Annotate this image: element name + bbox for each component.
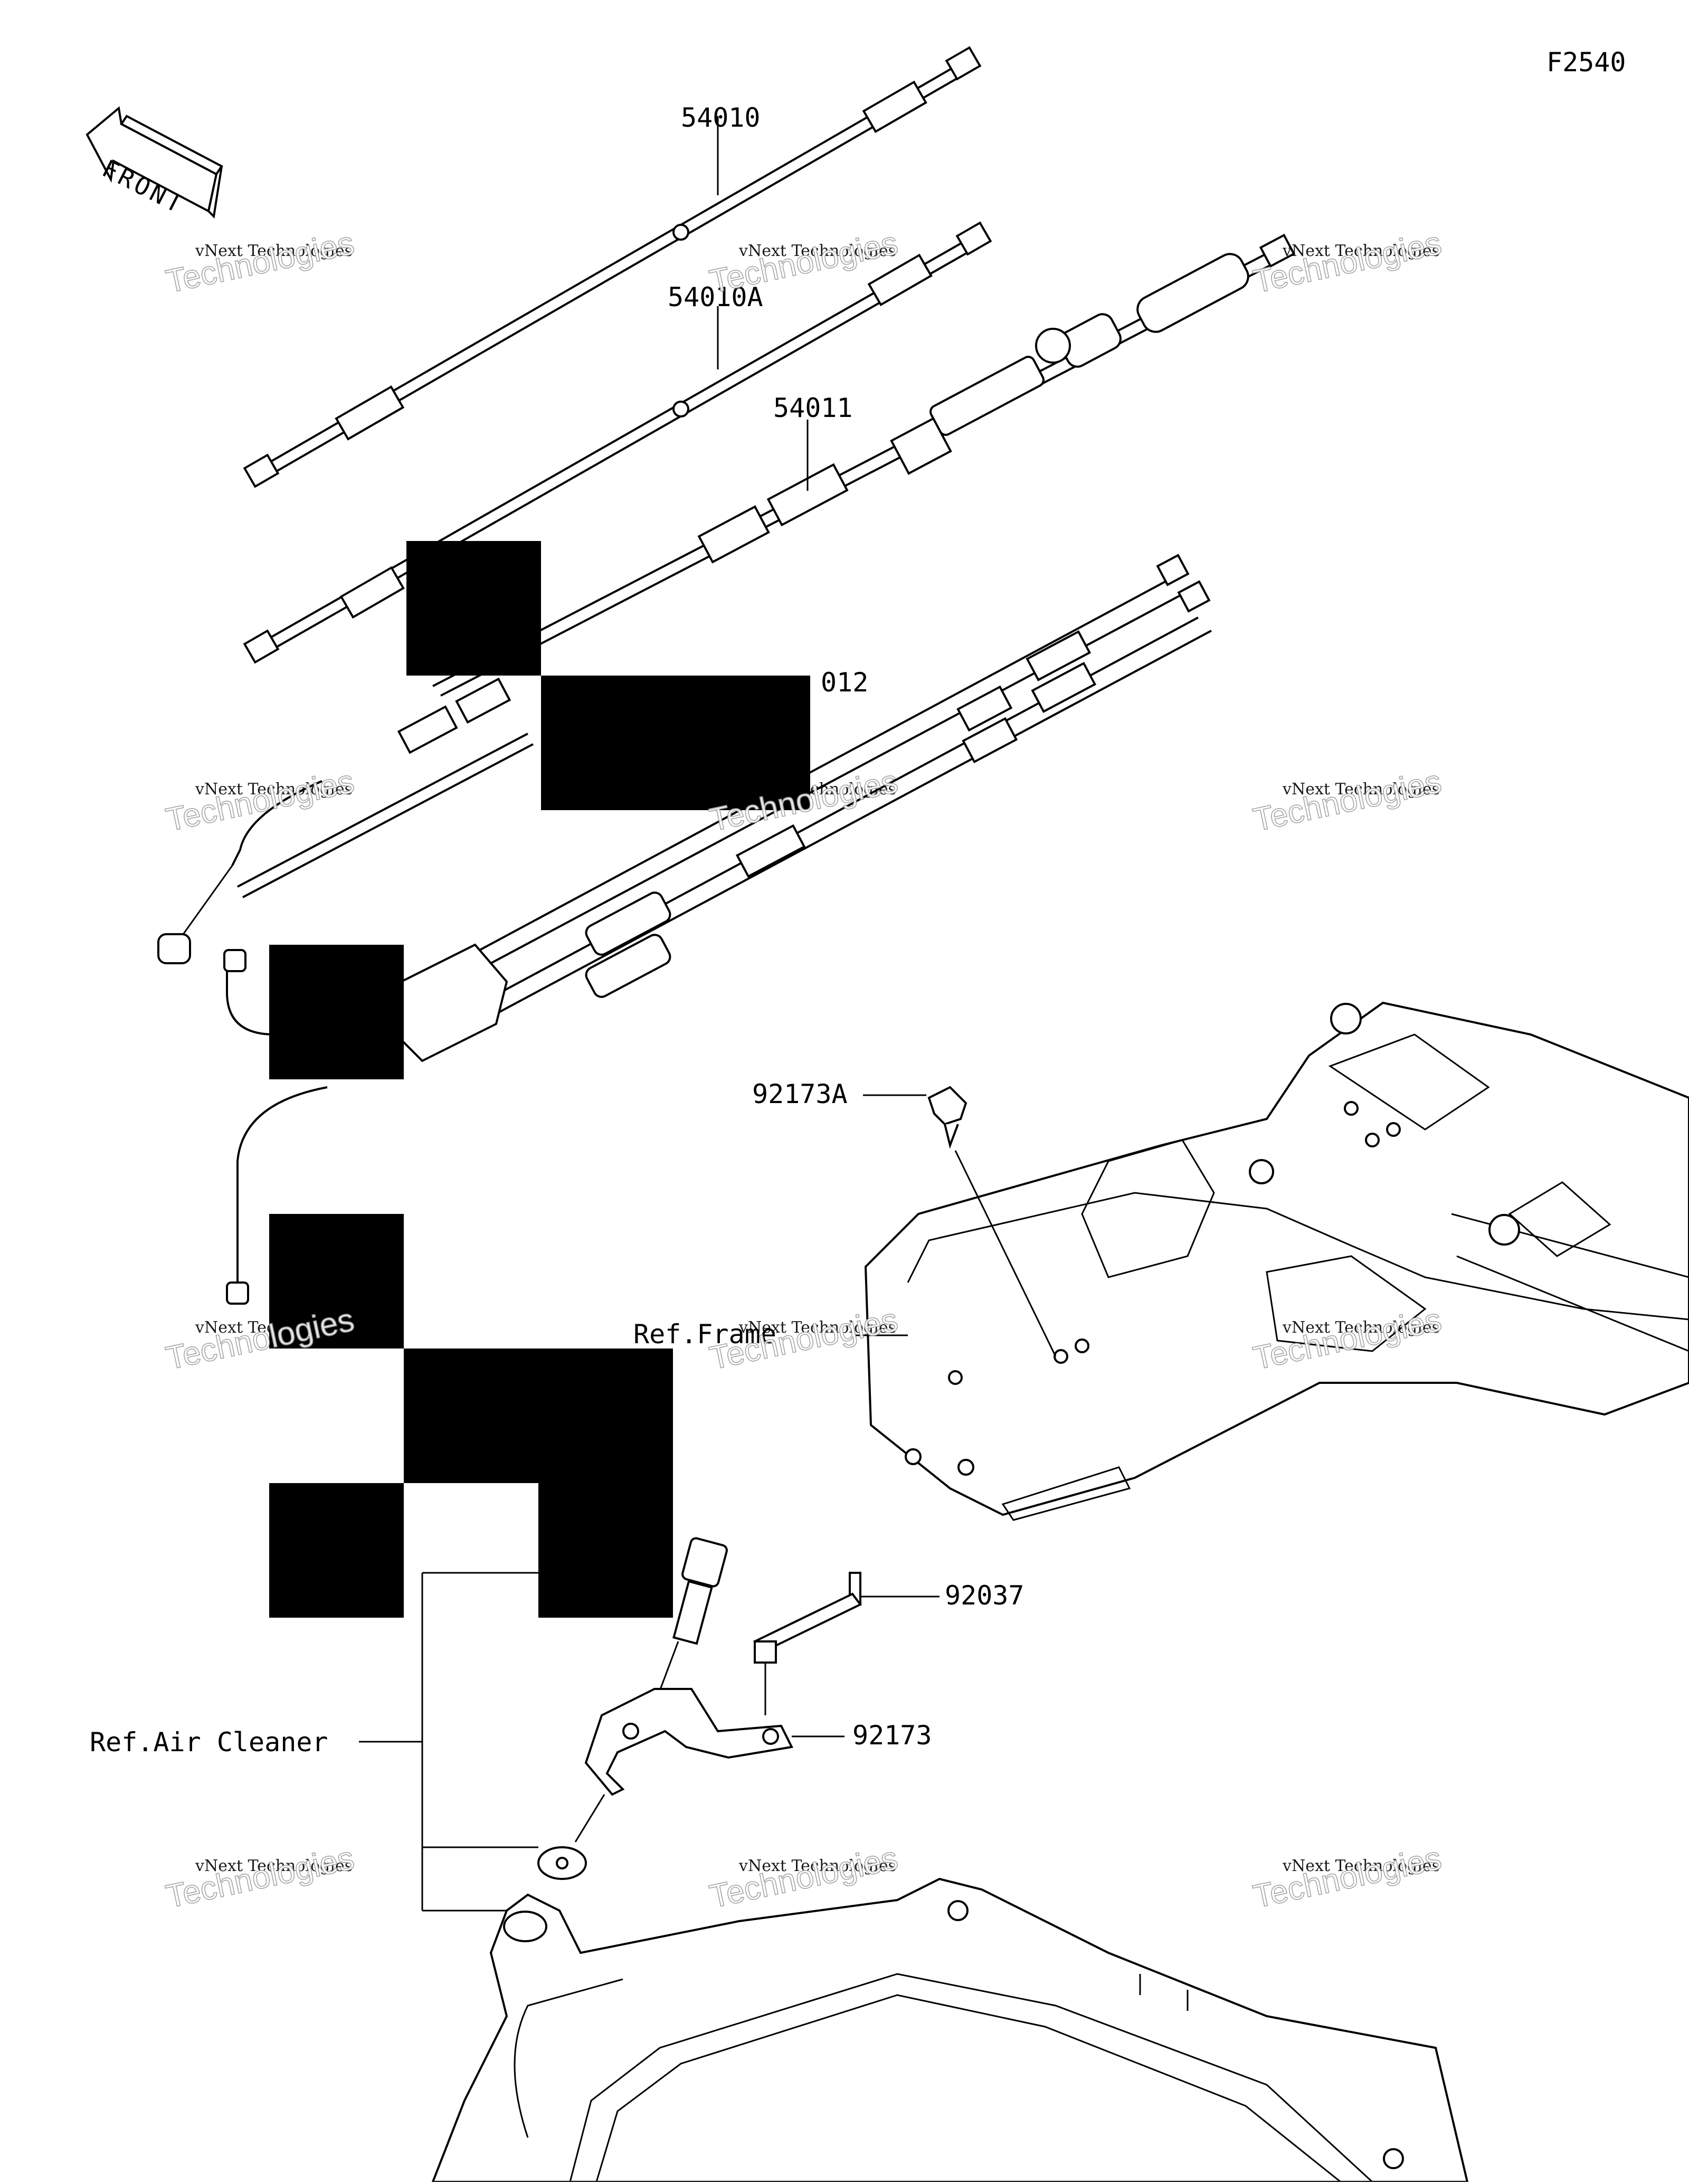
figure-code: F2540 [1546, 47, 1626, 78]
svg-text:vNext Technologies: vNext Technologies [195, 1857, 353, 1875]
clip-92173a: 92173A [752, 1079, 1057, 1357]
strap-92037: 92037 [753, 1572, 1024, 1715]
svg-text:vNext Technologies: vNext Technologies [195, 780, 353, 799]
svg-text:vNext Technologies: vNext Technologies [1282, 1857, 1440, 1875]
svg-text:vNext Technologies: vNext Technologies [738, 780, 896, 799]
label-92037: 92037 [945, 1580, 1024, 1611]
svg-text:Technologies: Technologies [163, 763, 357, 839]
svg-text:vNext Technologies: vNext Technologies [195, 1318, 353, 1337]
svg-text:vNext Technologies: vNext Technologies [195, 242, 353, 260]
ref-frame-label: Ref.Frame [633, 1319, 776, 1350]
cable-54012: 012 [157, 554, 1212, 1305]
label-54010a: 54010A [668, 282, 763, 312]
redaction-blocks [269, 541, 810, 1618]
svg-text:Technologies: Technologies [1250, 763, 1445, 839]
svg-text:Technologies: Technologies [163, 1840, 357, 1915]
svg-text:vNext Technologies: vNext Technologies [738, 1857, 896, 1875]
svg-text:Technologies: Technologies [163, 225, 357, 300]
air-cleaner-housing [431, 1877, 1469, 2183]
label-54010: 54010 [681, 102, 761, 133]
bolt-and-bracket: 92173 [537, 1537, 932, 1880]
svg-text:vNext Technologies: vNext Technologies [1282, 780, 1440, 799]
label-54012: 012 [821, 667, 868, 698]
ref-air-cleaner-label: Ref.Air Cleaner [90, 1727, 328, 1758]
label-92173a: 92173A [752, 1079, 848, 1109]
air-cleaner-leaders: Ref.Air Cleaner [90, 1572, 660, 1912]
svg-text:Technologies: Technologies [163, 1302, 357, 1377]
svg-text:vNext Technologies: vNext Technologies [738, 1318, 896, 1337]
label-54011: 54011 [773, 393, 853, 423]
label-92173: 92173 [852, 1720, 932, 1751]
svg-text:vNext Technologies: vNext Technologies [738, 242, 896, 260]
cable-54010a: 54010A [243, 221, 992, 664]
svg-text:Technologies: Technologies [1250, 225, 1445, 300]
svg-text:vNext Technologies: vNext Technologies [1282, 1318, 1440, 1337]
cable-54011: 54011 [432, 233, 1296, 697]
svg-text:vNext Technologies: vNext Technologies [1282, 242, 1440, 260]
cable-54010: 54010 [243, 46, 982, 488]
front-arrow-icon: FRONT [86, 106, 223, 220]
frame-assembly: Ref.Frame [633, 1001, 1689, 1521]
svg-text:Technologies: Technologies [1250, 1840, 1445, 1915]
